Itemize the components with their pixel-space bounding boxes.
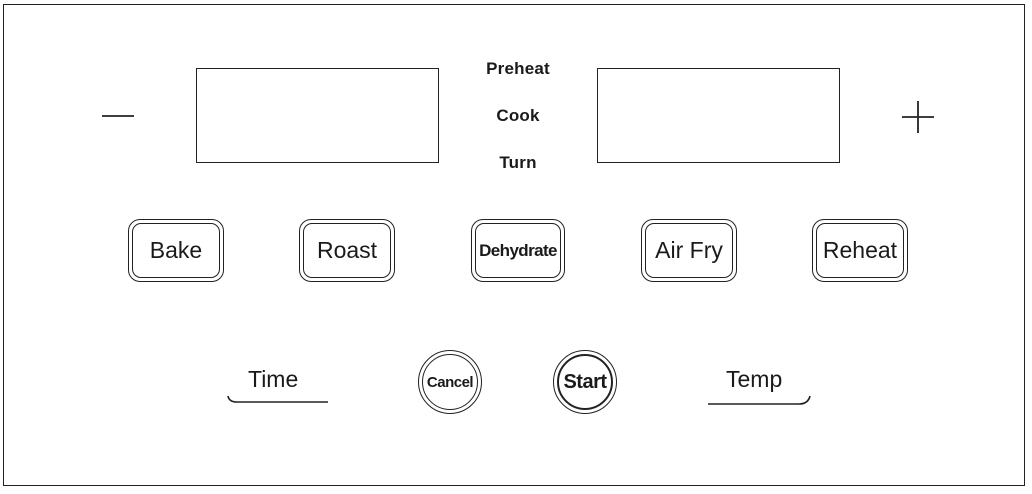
bake-button[interactable]: Bake [128, 219, 224, 282]
status-preheat: Preheat [486, 59, 550, 78]
temp-slider-label[interactable]: Temp [726, 366, 783, 392]
temp-slider-line[interactable] [706, 393, 812, 407]
status-turn: Turn [499, 153, 537, 172]
temp-display [597, 68, 840, 163]
time-slider-label[interactable]: Time [248, 366, 299, 392]
time-display [196, 68, 439, 163]
reheat-button[interactable]: Reheat [812, 219, 908, 282]
cancel-button[interactable]: Cancel [418, 350, 482, 414]
roast-button-label: Roast [303, 223, 391, 278]
minus-icon[interactable] [101, 104, 135, 128]
air-fry-button-label: Air Fry [645, 223, 733, 278]
plus-icon[interactable] [901, 100, 935, 134]
air-fry-button[interactable]: Air Fry [641, 219, 737, 282]
cancel-button-label: Cancel [422, 354, 478, 410]
time-slider-line[interactable] [226, 393, 330, 407]
bake-button-label: Bake [132, 223, 220, 278]
start-button-label: Start [557, 354, 613, 410]
dehydrate-button-label: Dehydrate [475, 223, 561, 278]
roast-button[interactable]: Roast [299, 219, 395, 282]
dehydrate-button[interactable]: Dehydrate [471, 219, 565, 282]
reheat-button-label: Reheat [816, 223, 904, 278]
status-cook: Cook [496, 106, 540, 125]
start-button[interactable]: Start [553, 350, 617, 414]
